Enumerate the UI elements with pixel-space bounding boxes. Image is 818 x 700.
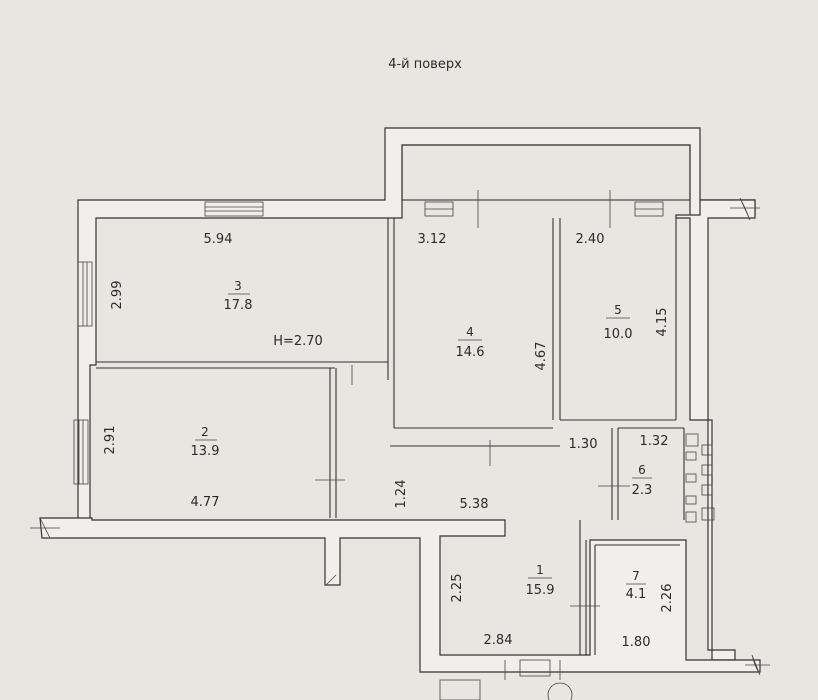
stair-fragment	[439, 659, 573, 700]
dim-r4-width: 3.12	[418, 232, 447, 247]
room-6-area: 2.3	[632, 483, 653, 498]
room-2-area: 13.9	[191, 444, 220, 459]
dim-r5-height: 4.15	[655, 308, 670, 337]
balcony	[401, 144, 691, 201]
dim-r1-height: 2.25	[450, 574, 465, 603]
dim-r6-right: 1.32	[640, 434, 669, 449]
dim-r7-width: 1.80	[622, 635, 651, 650]
interior-partitions	[96, 218, 685, 655]
room-2-number: 2	[201, 425, 209, 439]
ceiling-height: H=2.70	[273, 334, 323, 349]
dim-r2-height: 2.91	[103, 426, 118, 455]
room-6-number: 6	[638, 463, 646, 477]
dim-corridor-height: 1.24	[394, 480, 409, 509]
dim-r2-width: 4.77	[191, 495, 220, 510]
room-3-number: 3	[234, 279, 242, 293]
room-7-area: 4.1	[626, 587, 647, 602]
dim-r4-height: 4.67	[534, 342, 549, 371]
dim-r3-width: 5.94	[204, 232, 233, 247]
dim-r6-left: 1.30	[569, 437, 598, 452]
windows	[73, 201, 664, 485]
dim-corridor-width: 5.38	[460, 497, 489, 512]
room-4-number: 4	[466, 325, 474, 339]
dim-r7-height: 2.26	[660, 584, 675, 613]
room-labels: 3 17.8 2 13.9 4 14.6 5 10.0 6 2.3 1 15.9…	[191, 279, 653, 602]
room-5-area: 10.0	[604, 327, 633, 342]
room-3-area: 17.8	[224, 298, 253, 313]
dim-r3-height: 2.99	[110, 281, 125, 310]
floor-title: 4-й поверх	[388, 57, 462, 72]
room-1-number: 1	[536, 563, 544, 577]
door-marks	[315, 190, 630, 607]
room-5-number: 5	[614, 303, 622, 317]
room-1-area: 15.9	[526, 583, 555, 598]
room-7-number: 7	[632, 569, 640, 583]
room-4-area: 14.6	[456, 345, 485, 360]
exterior-walls	[39, 127, 761, 673]
dimension-labels: 5.94 2.99 3.12 4.67 2.40 4.15 2.91 4.77 …	[103, 232, 675, 650]
dim-r1-width: 2.84	[484, 633, 513, 648]
vent-shafts	[685, 433, 715, 523]
break-marks	[30, 197, 770, 676]
dim-r5-width: 2.40	[576, 232, 605, 247]
